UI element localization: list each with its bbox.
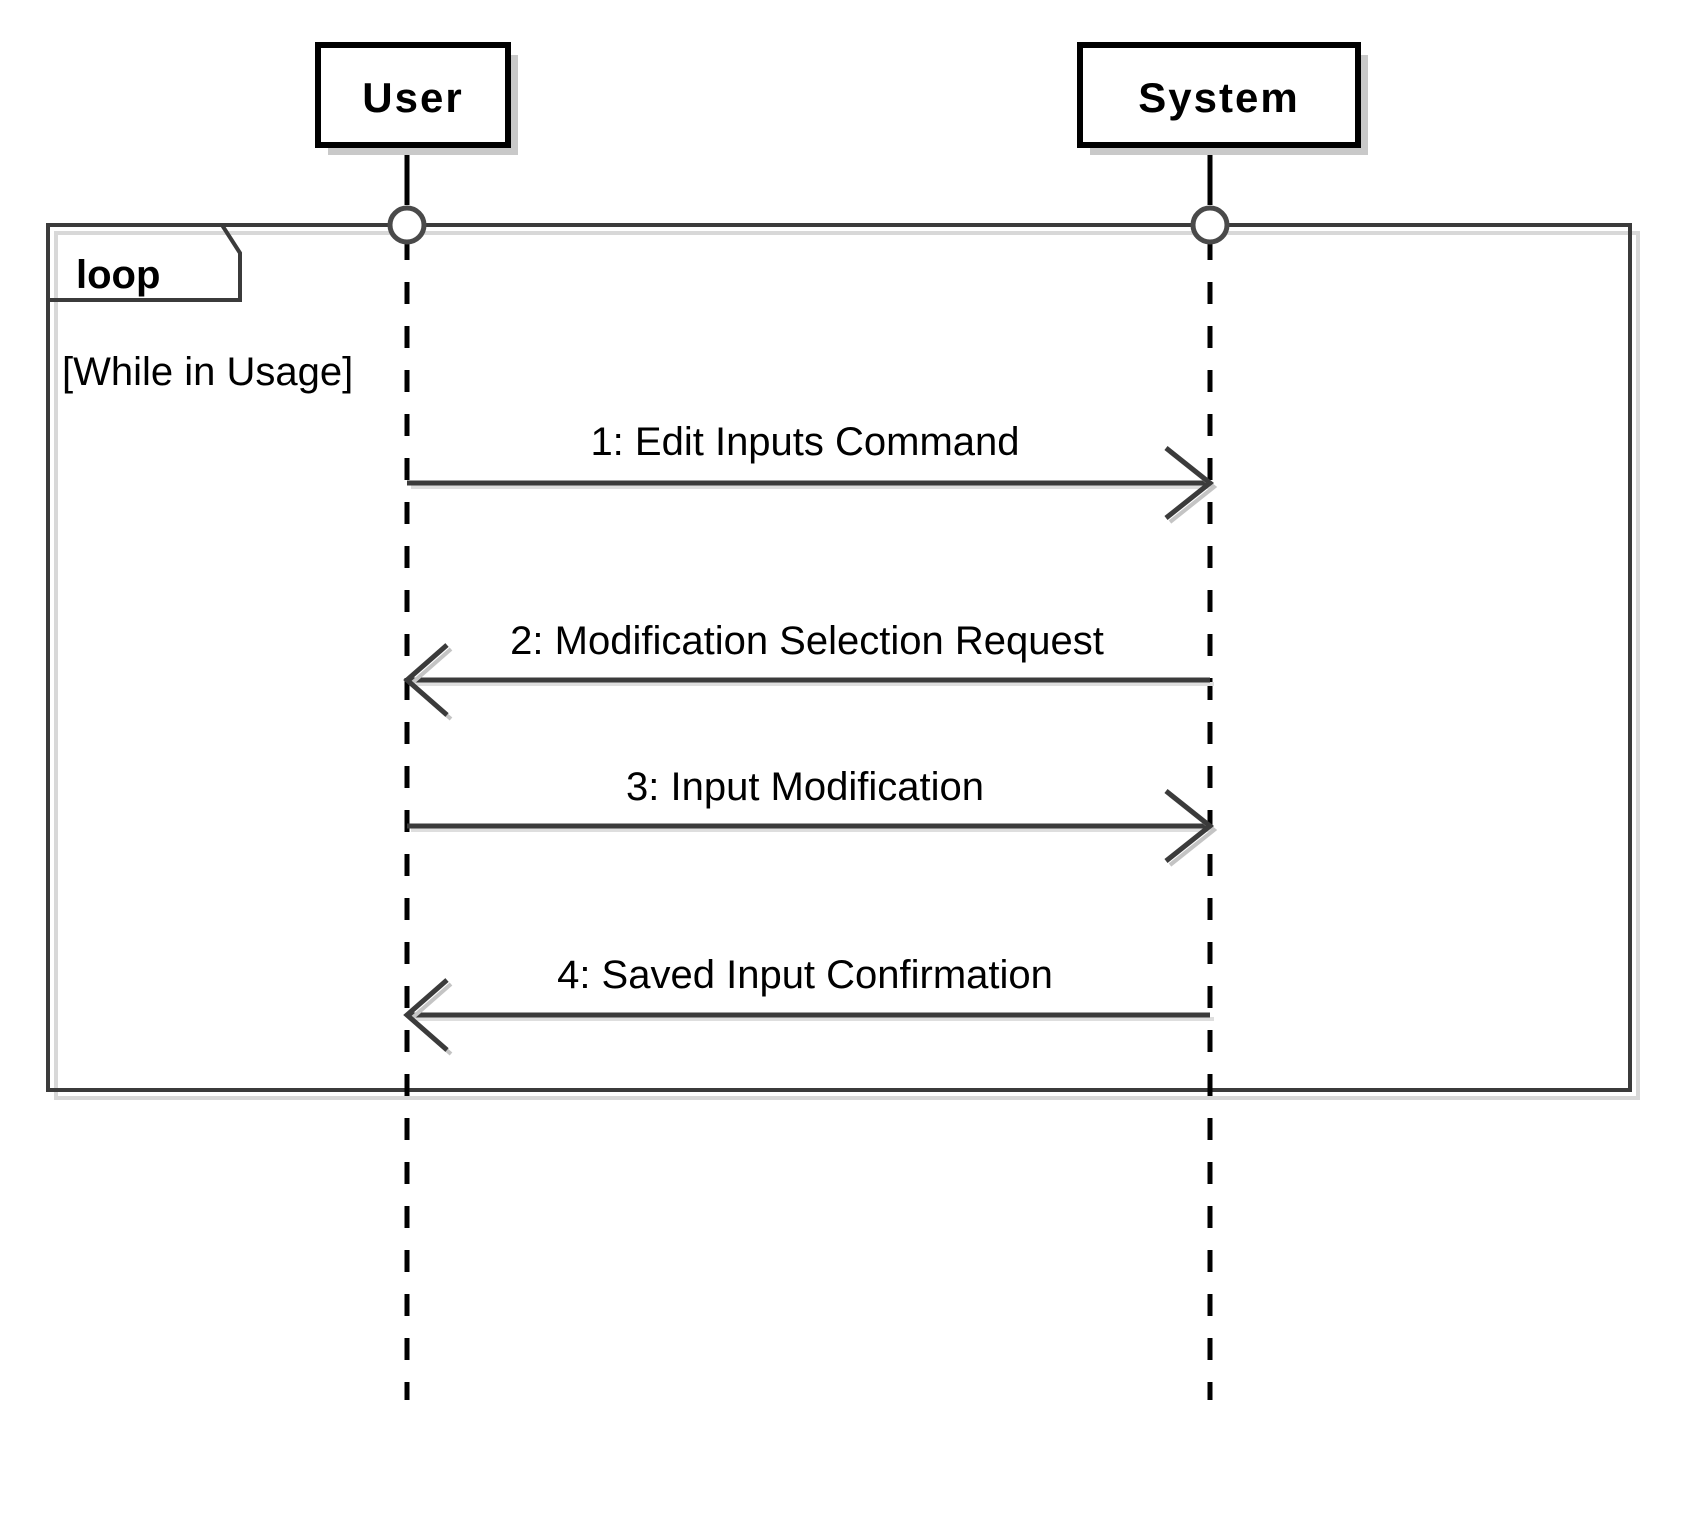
participant-user-box[interactable] <box>315 42 511 148</box>
message-2-arrowhead <box>403 643 449 717</box>
loop-frame-border <box>46 223 1632 1092</box>
message-1-label: 1: Edit Inputs Command <box>590 420 1019 464</box>
message-2-label: 2: Modification Selection Request <box>510 619 1104 663</box>
participant-user-label: User <box>362 74 463 121</box>
message-3[interactable]: 3: Input Modification <box>407 765 1218 867</box>
loop-fragment <box>46 223 1640 1100</box>
message-1[interactable]: 1: Edit Inputs Command <box>407 420 1218 524</box>
message-4-label: 4: Saved Input Confirmation <box>557 953 1053 997</box>
participant-system-box[interactable] <box>1077 42 1361 148</box>
participant-system[interactable]: System <box>1077 42 1368 155</box>
message-2[interactable]: 2: Modification Selection Request <box>403 619 1214 721</box>
loop-operator-tag: loop <box>48 223 242 302</box>
lifeline-head-circle-user <box>387 205 427 245</box>
participant-system-label: System <box>1138 74 1299 121</box>
message-4[interactable]: 4: Saved Input Confirmation <box>403 953 1214 1056</box>
message-4-arrowhead <box>403 978 449 1052</box>
lifelines-group <box>404 148 1213 1400</box>
message-3-arrowhead <box>1164 789 1215 863</box>
lifeline-head-circle-system <box>1190 205 1230 245</box>
loop-operator-label: loop <box>76 253 160 297</box>
loop-guard-condition: [While in Usage] <box>62 350 353 394</box>
message-1-arrowhead <box>1164 446 1215 520</box>
message-3-label: 3: Input Modification <box>626 765 984 809</box>
participant-user[interactable]: User <box>315 42 518 155</box>
loop-frame-shadow <box>54 231 1640 1100</box>
loop-operator-pentagon <box>48 223 242 302</box>
